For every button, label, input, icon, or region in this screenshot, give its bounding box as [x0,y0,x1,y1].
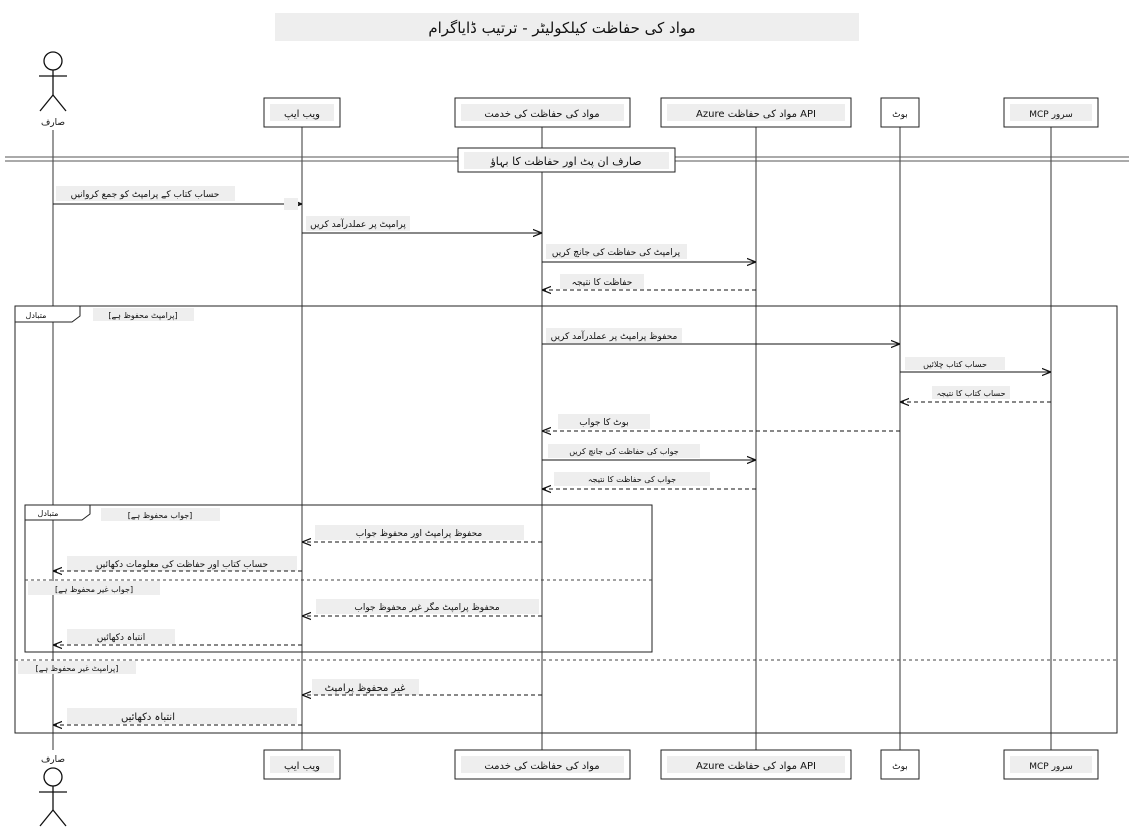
participant-mcp-label-top: MCP سرور [1029,110,1073,120]
msg-2-label: پرامپٹ پر عملدرآمد کریں [310,218,406,230]
inner-alt-condition-2: [جواب غیر محفوظ ہے] [55,585,133,594]
msg-13-label: محفوظ پرامپٹ مگر غیر محفوظ جواب [354,601,499,613]
msg-8-label: بوٹ کا جواب [579,418,629,428]
user-actor-icon-bottom [39,767,67,827]
outer-alt-label: متبادل [26,311,47,320]
participant-bot-top [880,97,920,128]
inner-alt-condition-1: [جواب محفوظ ہے] [128,511,193,520]
msg-16-label: انتباہ دکھائیں [121,712,175,723]
msg-15-label: غیر محفوظ پرامپٹ [325,683,406,694]
outer-alt-fragment: متبادل [پرامپٹ محفوظ ہے] [پرامپٹ غیر محف… [14,305,1118,734]
outer-alt-condition-2: [پرامپٹ غیر محفوظ ہے] [36,664,119,673]
participant-user-label-bottom: صارف [41,755,65,765]
msg-9-label: جواب کی حفاظت کی جانچ کریں [569,447,679,456]
msg-7-label: حساب کتاب کا نتیجہ [936,389,1005,398]
section-divider: صارف ان پٹ اور حفاظت کا بہاؤ [5,147,1129,173]
msg-6-label: حساب کتاب چلائیں [923,360,987,369]
participant-mcp-label-bottom: MCP سرور [1029,762,1073,772]
participant-webapp-label-top: ویب ایپ [284,109,320,120]
diagram-title: مواد کی حفاظت کیلکولیٹر - ترتیب ڈایاگرام [428,19,695,37]
msg-3-label: پرامپٹ کی حفاظت کی جانچ کریں [552,248,681,258]
msg-5-label: محفوظ پرامپٹ پر عملدرآمد کریں [551,330,678,342]
title-box [275,13,859,41]
participant-webapp-label-bottom: ویب ایپ [284,761,320,772]
user-actor-icon [39,51,67,112]
msg-10-label: جواب کی حفاظت کا نتیجہ [588,475,676,484]
participant-bot-label-bottom: بوٹ [892,762,908,772]
inner-alt-label: متبادل [38,509,59,518]
participant-api-label-top: Azure مواد کی حفاظت API [696,109,816,120]
msg-14-label: انتباہ دکھائیں [97,633,146,643]
msg-1-label: حساب کتاب کے پرامپٹ کو جمع کروانیں [71,190,220,200]
participant-bot-label-top: بوٹ [892,110,908,120]
participant-user-label-top: صارف [41,118,65,128]
msg-4-label: حفاظت کا نتیجہ [572,278,633,288]
inner-alt-fragment: متبادل [جواب محفوظ ہے] [جواب غیر محفوظ ہ… [24,504,653,653]
msg-11-label: محفوظ پرامپٹ اور محفوظ جواب [356,529,483,539]
participant-api-label-bottom: Azure مواد کی حفاظت API [696,761,816,772]
outer-alt-condition-1: [پرامپٹ محفوظ ہے] [108,311,177,320]
participant-service-label-bottom: مواد کی حفاظت کی خدمت [484,761,599,772]
msg-12-label: حساب کتاب اور حفاظت کی معلومات دکھائیں [96,560,268,570]
lifelines [52,127,1052,750]
participant-service-label-top: مواد کی حفاظت کی خدمت [484,109,599,120]
section-label: صارف ان پٹ اور حفاظت کا بہاؤ [489,155,641,168]
participant-bot-bottom [880,749,920,780]
